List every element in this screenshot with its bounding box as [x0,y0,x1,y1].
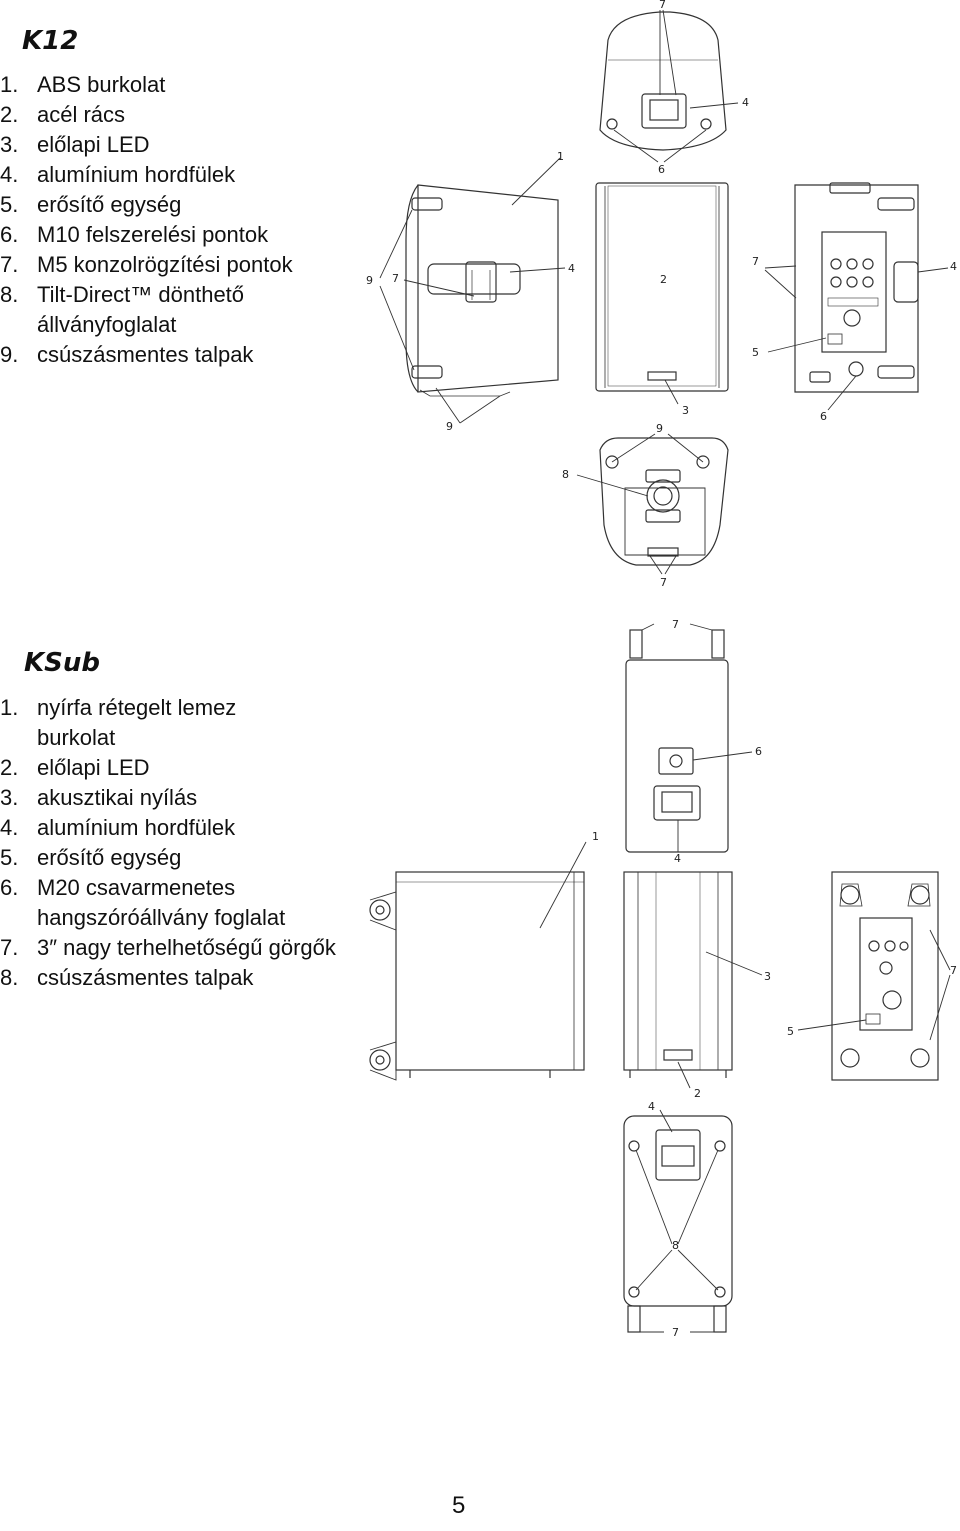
callout-label: 2 [660,273,667,286]
k12-top-view [599,11,727,151]
list-item: 8.csúszásmentes talpak [0,965,254,990]
callout-label: 7 [659,0,666,11]
callout-label: 7 [672,618,679,631]
list-item: 3.akusztikai nyílás [0,785,198,810]
ksub-parts-list: 1.nyírfa rétegelt lemez burkolat 2.előla… [0,693,336,993]
list-item: 4.alumínium hordfülek [0,162,236,187]
ksub-top-view [625,629,729,853]
ksub-bottom-view [623,1115,733,1333]
page-number: 5 [452,1492,466,1519]
list-item: 6.M20 csavarmenetes hangszóróállvány fog… [0,875,286,930]
list-item: 7.3″ nagy terhelhetőségű görgők [0,935,336,960]
ksub-diagram: 7 6 1 4 3 2 7 5 4 8 7 [369,618,957,1339]
callout-label: 5 [787,1025,794,1038]
ksub-front-view [623,871,733,1078]
callout-label: 9 [366,274,373,287]
k12-side-view [405,184,559,397]
callout-label: 7 [392,272,399,285]
callout-label: 7 [672,1326,679,1339]
callout-label: 4 [742,96,749,109]
callout-label: 5 [752,346,759,359]
callout-label: 4 [950,260,957,273]
callout-label: 4 [568,262,575,275]
list-item: 3.előlapi LED [0,132,150,157]
callout-label: 6 [755,745,762,758]
callout-label: 9 [446,420,453,433]
callout-label: 1 [557,150,564,163]
list-item: 1.nyírfa rétegelt lemez burkolat [0,695,237,750]
list-item: 1.ABS burkolat [0,72,166,97]
callout-label: 3 [764,970,771,983]
ksub-rear-view [831,871,939,1081]
callout-label: 8 [672,1239,679,1252]
list-item: 9.csúszásmentes talpak [0,342,254,367]
list-item: 2.acél rács [0,102,126,127]
k12-parts-list: 1.ABS burkolat 2.acél rács 3.előlapi LED… [0,70,330,370]
callout-label: 4 [648,1100,655,1113]
list-item: 5.erősítő egység [0,845,182,870]
list-item: 5.erősítő egység [0,192,182,217]
callout-label: 6 [820,410,827,423]
callout-label: 6 [658,163,665,176]
callout-label: 7 [752,255,759,268]
k12-front-view [595,182,729,392]
callout-label: 7 [950,964,957,977]
ksub-side-view [369,871,585,1081]
k12-title: K12 [22,26,79,56]
list-item: 2.előlapi LED [0,755,150,780]
k12-diagram: 7 4 1 6 9 7 4 9 2 3 7 4 5 6 9 8 7 [366,0,957,589]
list-item: 6.M10 felszerelési pontok [0,222,269,247]
callout-label: 7 [660,576,667,589]
list-item: 4.alumínium hordfülek [0,815,236,840]
callout-label: 2 [694,1087,701,1100]
callout-label: 3 [682,404,689,417]
callout-label: 8 [562,468,569,481]
k12-rear-view [794,182,919,393]
callout-label: 9 [656,422,663,435]
list-item: 7.M5 konzolrögzítési pontok [0,252,293,277]
callout-label: 1 [592,830,599,843]
list-item: 8.Tilt-Direct™ dönthető állványfoglalat [0,282,245,337]
callout-label: 4 [674,852,681,865]
ksub-title: KSub [24,648,100,678]
